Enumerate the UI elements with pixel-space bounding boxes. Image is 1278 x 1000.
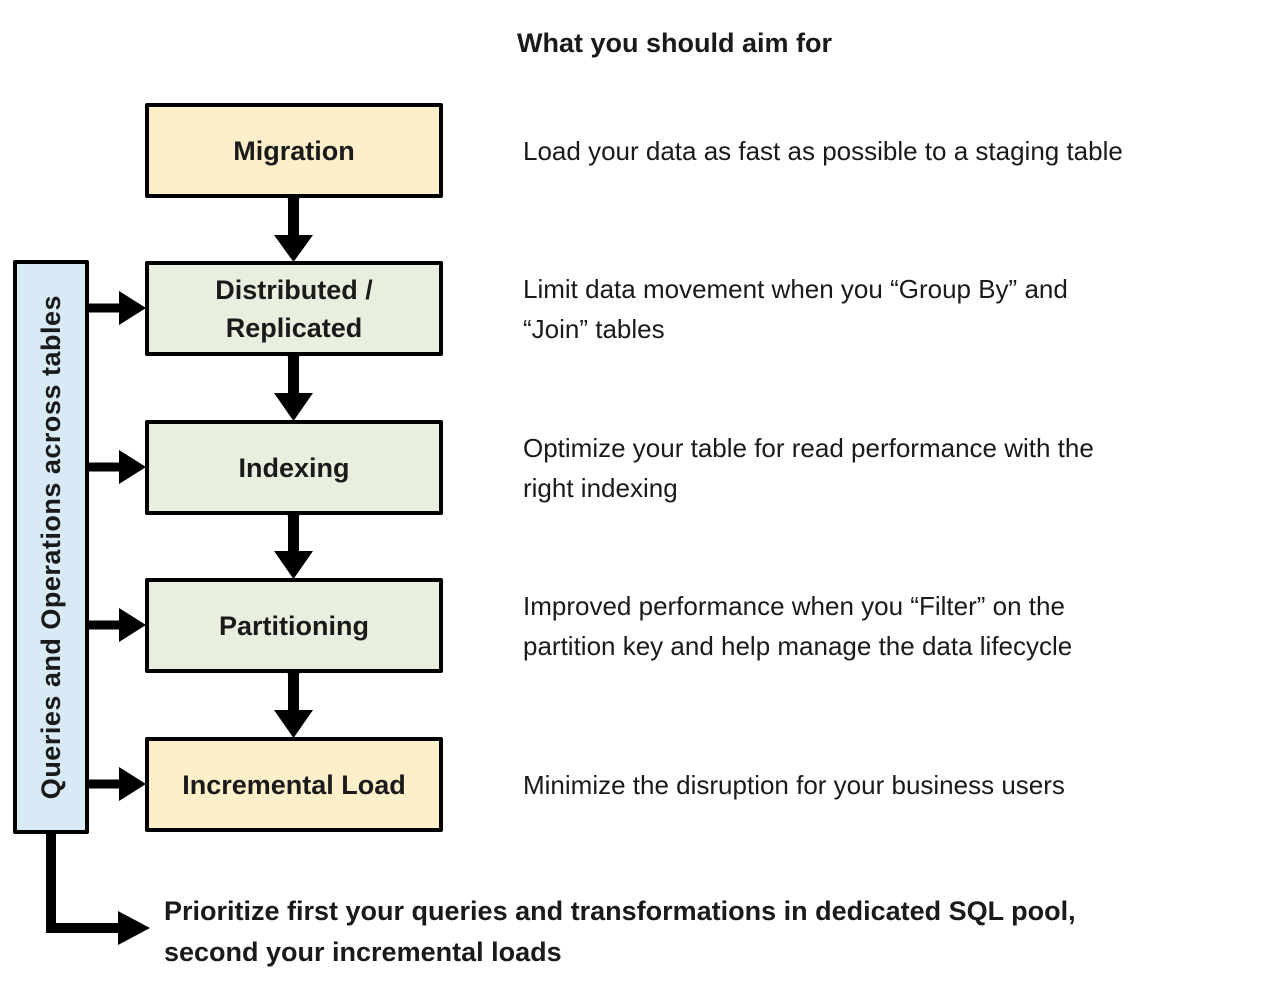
diagram-title: What you should aim for (517, 28, 832, 58)
description-indexing: Optimize your table for read performance… (523, 420, 1253, 515)
flow-arrow-migration-to-distributed (274, 191, 313, 262)
flow-box-partitioning: Partitioning (145, 578, 443, 673)
footnote-priority: Prioritize first your queries and transf… (164, 896, 1076, 967)
description-text: Load your data as fast as possible to a … (523, 135, 1123, 166)
flow-box-indexing: Indexing (145, 420, 443, 515)
description-partitioning: Improved performance when you “Filter” o… (523, 578, 1253, 673)
flow-box-label: Distributed / Replicated (215, 274, 373, 343)
flow-box-label: Indexing (238, 452, 350, 483)
sidebar-queries-operations: Queries and Operations across tables (13, 260, 89, 834)
description-distributed-replicated: Limit data movement when you “Group By” … (523, 261, 1253, 356)
flow-box-incremental-load: Incremental Load (145, 737, 443, 832)
description-text: Improved performance when you “Filter” o… (523, 590, 1073, 661)
description-text: Optimize your table for read performance… (523, 432, 1094, 503)
sidebar-label: Queries and Operations across tables (35, 294, 66, 800)
flow-box-label: Incremental Load (182, 769, 406, 800)
flow-box-distributed-replicated: Distributed / Replicated (145, 261, 443, 356)
flow-arrow-partitioning-to-incremental (274, 666, 313, 738)
description-text: Limit data movement when you “Group By” … (523, 273, 1068, 344)
description-incremental-load: Minimize the disruption for your busines… (523, 737, 1253, 832)
flow-arrow-indexing-to-partitioning (274, 508, 313, 579)
flow-box-label: Migration (233, 135, 355, 166)
flow-arrow-distributed-to-indexing (274, 349, 313, 421)
flow-box-label: Partitioning (219, 610, 369, 641)
description-text: Minimize the disruption for your busines… (523, 769, 1065, 800)
flow-box-migration: Migration (145, 103, 443, 198)
bottom-arrow-to-footnote (45, 825, 150, 945)
description-migration: Load your data as fast as possible to a … (523, 103, 1253, 198)
